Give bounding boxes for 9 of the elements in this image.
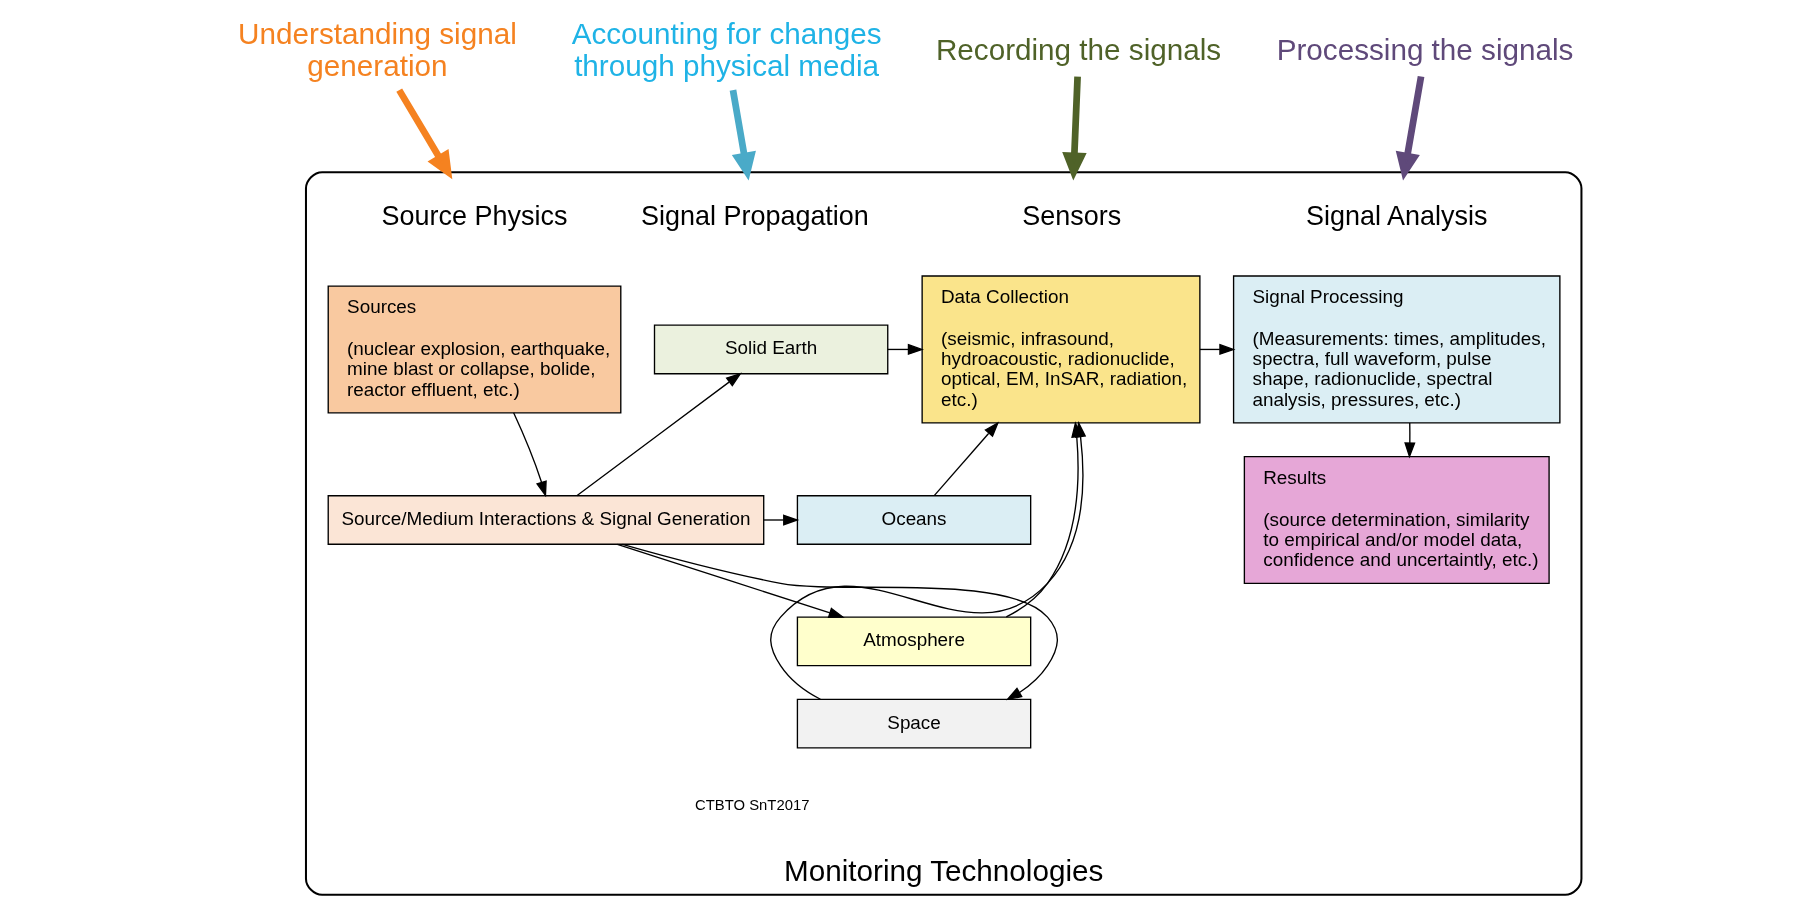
- label: Signal Propagation: [640, 200, 869, 231]
- node-text: Recording the signals: [935, 32, 1221, 66]
- node-text: Accounting for changes through physical media: [571, 16, 882, 82]
- node-text: Processing the signals: [1276, 32, 1573, 66]
- label: Signal Analysis: [1305, 200, 1487, 231]
- label: Sensors: [1021, 200, 1121, 231]
- label: Source Physics: [381, 200, 567, 231]
- node-text: Understanding signal generation: [237, 16, 517, 82]
- label: CTBTO SnT2017: [694, 796, 809, 813]
